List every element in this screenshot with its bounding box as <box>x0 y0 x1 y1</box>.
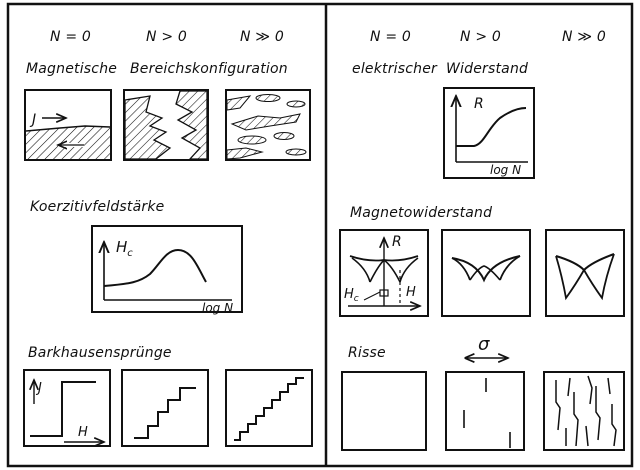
resistance-plot <box>443 87 535 179</box>
right-header-nggt0: N ≫ 0 <box>562 29 606 45</box>
section-title-bereichskonfiguration: Bereichskonfiguration <box>130 61 288 77</box>
left-header-ngt0: N > 0 <box>146 29 188 45</box>
magnetoresistance-h-label: H <box>406 285 416 300</box>
magnetoresistance-r-label: R <box>392 234 402 250</box>
left-header-nggt0: N ≫ 0 <box>240 29 284 45</box>
barkhausen-box-nggt0 <box>225 369 313 447</box>
stress-sigma-label: σ <box>478 334 490 355</box>
domain-box-nggt0 <box>225 89 311 161</box>
magnetoresistance-box-ngt0 <box>441 229 531 317</box>
section-title-koerzitivfeldstaerke: Koerzitivfeldstärke <box>30 199 165 215</box>
domain-box-ngt0 <box>123 89 209 161</box>
section-title-magnetische: Magnetische <box>26 61 118 77</box>
barkhausen-box-ngt0 <box>121 369 209 447</box>
domain-box-n0 <box>24 89 112 161</box>
outer-frame <box>6 2 634 468</box>
right-header-n0: N = 0 <box>370 29 412 45</box>
resistance-r-label: R <box>474 96 484 112</box>
barkhausen-box-n0 <box>23 369 111 447</box>
section-title-widerstand: Widerstand <box>446 61 529 77</box>
resistance-logn-label: log N <box>490 163 521 177</box>
barkhausen-j-label: J <box>35 381 42 396</box>
magnetoresistance-box-n0 <box>339 229 429 317</box>
cracks-box-nggt0 <box>543 371 625 451</box>
section-title-risse: Risse <box>348 345 386 361</box>
left-header-n0: N = 0 <box>50 29 92 45</box>
magnetoresistance-box-nggt0 <box>545 229 625 317</box>
coercivity-axis-label: Hc <box>116 238 133 259</box>
coercivity-plot <box>91 225 243 313</box>
coercivity-logn-label: log N <box>202 301 233 315</box>
cracks-box-n0 <box>341 371 427 451</box>
section-title-barkhausenspruenge: Barkhausensprünge <box>28 345 172 361</box>
right-header-ngt0: N > 0 <box>460 29 502 45</box>
section-title-elektrischer: elektrischer <box>352 61 437 77</box>
magnetoresistance-hc-label: Hc <box>344 287 359 304</box>
section-title-magnetowiderstand: Magnetowiderstand <box>350 205 493 221</box>
cracks-box-ngt0 <box>445 371 525 451</box>
barkhausen-h-label: H <box>78 425 88 440</box>
domain-j-symbol: J <box>29 112 36 128</box>
